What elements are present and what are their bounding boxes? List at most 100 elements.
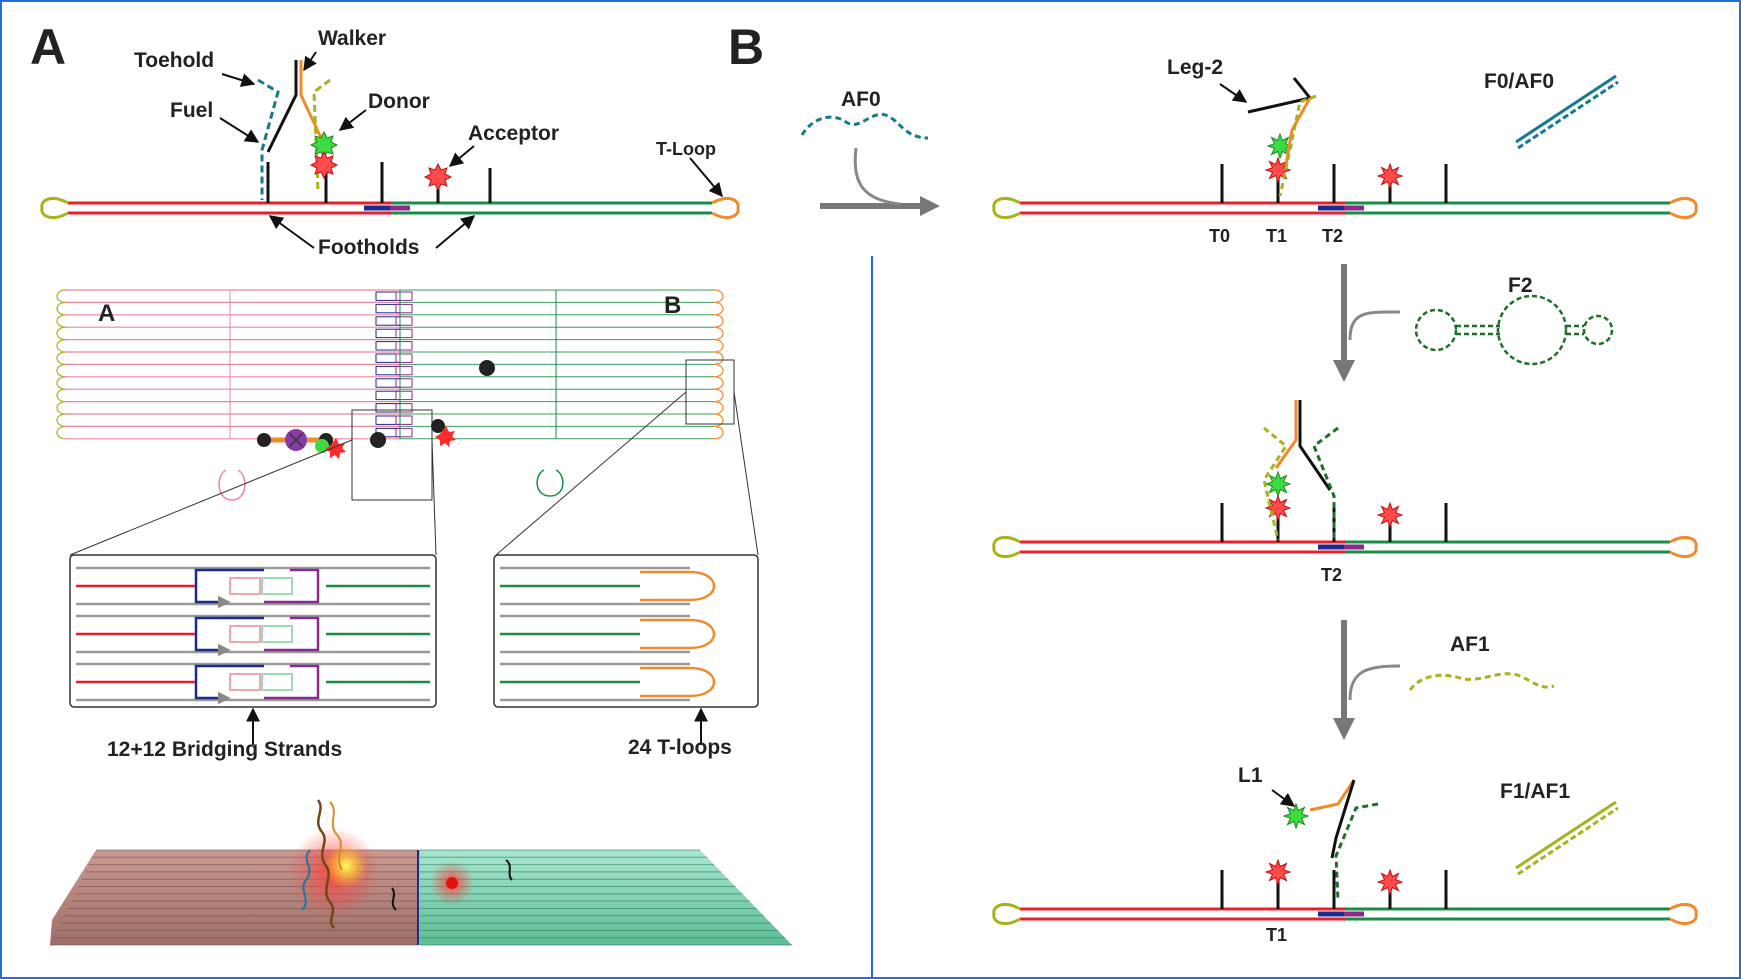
track-loop-left (992, 536, 1021, 558)
bridge-navy (194, 634, 231, 657)
origami-loop-right (713, 425, 724, 440)
origami-loop-right (713, 401, 724, 415)
bridging-inset (69, 554, 437, 708)
af1-label: AF1 (1450, 633, 1490, 656)
af0-label: AF0 (841, 88, 881, 111)
origami-bridge (395, 427, 413, 438)
origami-loop-right (713, 339, 724, 353)
origami-bridge (395, 378, 413, 388)
origami-bridge (395, 316, 413, 326)
origami-bridge (395, 415, 413, 425)
track-loop-right (1669, 536, 1698, 558)
f1af1-label: F1/AF1 (1500, 780, 1570, 803)
acceptor-star (1376, 501, 1404, 529)
panel-b-letter: B (728, 19, 764, 75)
acceptor-star (1264, 858, 1292, 886)
walker-label: Walker (318, 27, 386, 50)
state2-walker (1262, 400, 1339, 541)
acceptor-star (1376, 162, 1404, 190)
origami-loop-right (713, 351, 724, 365)
origami-label-b: B (664, 292, 681, 319)
toehold-label: Toehold (134, 49, 214, 72)
origami-loop-left (56, 339, 67, 353)
donor-star (1264, 470, 1292, 498)
origami-loop-right (713, 301, 724, 316)
leg2-label: Leg-2 (1167, 56, 1223, 79)
l1-label: L1 (1238, 764, 1263, 787)
track-loop-right (1669, 197, 1698, 219)
af0-strand (800, 112, 929, 140)
origami-loop-left (56, 401, 67, 415)
bridge-mint-box (261, 577, 293, 595)
zoom-connectors (69, 391, 759, 556)
t-loop-label: T-Loop (656, 139, 716, 159)
panel-a-track (40, 60, 740, 219)
track-loop-left (992, 197, 1021, 219)
tloops-inset (493, 554, 759, 708)
bridge-pink-box (229, 577, 261, 595)
bridge-purple (264, 568, 320, 604)
f1af1-duplex (1515, 800, 1617, 870)
t1-label: T1 (1266, 226, 1287, 246)
bridge-mint-box (261, 625, 293, 643)
origami-loop-right (713, 289, 724, 303)
t0-label: T0 (1209, 226, 1230, 246)
bridge-pink-box (229, 625, 261, 643)
origami-bridge (395, 365, 413, 376)
origami-3d-render (50, 799, 792, 946)
origami-label-a: A (98, 300, 115, 327)
reaction-arrow-1-hook (853, 147, 901, 206)
origami-bridge (395, 341, 413, 351)
panel-a-callout-arrows (219, 51, 723, 249)
origami-bridge (395, 390, 413, 401)
origami-overview (56, 289, 724, 501)
origami-bridge (395, 303, 413, 314)
bridge-navy (194, 664, 264, 682)
origami-bridge (395, 353, 413, 363)
tloop-orange (640, 570, 716, 602)
origami-bridge (395, 328, 413, 339)
footholds-label: Footholds (318, 236, 419, 259)
t1-label-b: T1 (1266, 925, 1287, 945)
origami-loop-right (713, 376, 724, 390)
origami-bridge (395, 291, 413, 301)
t2-label-b: T2 (1321, 565, 1342, 585)
bridge-purple (264, 616, 320, 652)
acceptor-star (1264, 494, 1292, 522)
origami-loop-left (56, 388, 67, 403)
donor-star (1266, 132, 1294, 160)
bridge-navy (194, 682, 231, 705)
origami-loop-left (56, 301, 67, 316)
origami-loop-left (56, 363, 67, 378)
bridge-pink-box (229, 673, 261, 691)
f2-hairpin (1414, 294, 1614, 366)
origami-loop-left (56, 314, 67, 328)
origami-loop-left (56, 351, 67, 365)
tloop-orange (640, 618, 716, 650)
state1-walker (1247, 77, 1317, 197)
origami-loop-left (56, 413, 67, 427)
f0af0-label: F0/AF0 (1484, 70, 1554, 93)
origami-loop-right (713, 314, 724, 328)
origami-markers (257, 359, 735, 501)
bridge-navy (194, 586, 231, 609)
origami-side-loop-green (536, 469, 564, 497)
acceptor-label: Acceptor (468, 122, 559, 145)
donor-star (1282, 802, 1310, 830)
origami-bridge (395, 403, 413, 413)
f0af0-duplex (1515, 74, 1617, 144)
bridge-navy (194, 616, 264, 634)
bridge-mint-box (261, 673, 293, 691)
bridge-purple (264, 664, 320, 700)
tloop-orange (640, 666, 716, 698)
origami-loop-right (713, 363, 724, 378)
origami-loop-left (56, 425, 67, 440)
track-loop-left (992, 903, 1021, 925)
bridging-caption: 12+12 Bridging Strands (107, 738, 342, 761)
panel-b-tracks (992, 132, 1698, 925)
donor-label: Donor (368, 90, 430, 113)
origami-loop-right (713, 413, 724, 427)
origami-loop-right (713, 326, 724, 341)
